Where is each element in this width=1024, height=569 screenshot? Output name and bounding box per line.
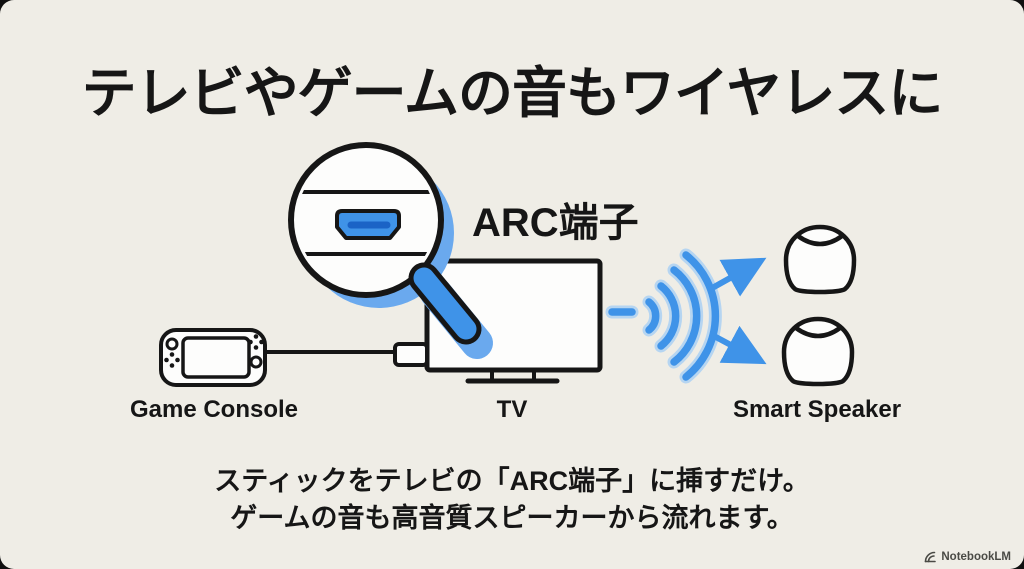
smart-speaker-label: Smart Speaker bbox=[732, 396, 902, 423]
caption-line-2: ゲームの音も高音質スピーカーから流れます。 bbox=[230, 503, 794, 533]
game-console-label: Game Console bbox=[129, 396, 299, 423]
wireless-waves-icon bbox=[605, 248, 722, 384]
cable-plug-icon bbox=[393, 342, 429, 367]
slide-title: テレビやゲームの音もワイヤレスに bbox=[81, 62, 944, 124]
smart-speaker-icon bbox=[783, 224, 857, 295]
caption: スティックをテレビの「ARC端子」に挿すだけ。 ゲームの音も高音質スピーカーから… bbox=[0, 463, 1024, 537]
notebooklm-logo-icon bbox=[925, 551, 937, 563]
arc-port-label: ARC端子 bbox=[472, 201, 639, 245]
smart-speaker-icon bbox=[784, 319, 852, 384]
watermark: NotebookLM bbox=[924, 551, 1011, 563]
game-console-icon bbox=[159, 328, 267, 387]
caption-line-1: スティックをテレビの「ARC端子」に挿すだけ。 bbox=[214, 466, 810, 496]
watermark-text: NotebookLM bbox=[941, 551, 1011, 563]
arrow-bottom-icon bbox=[711, 325, 767, 365]
magnifier-icon bbox=[288, 142, 482, 345]
tv-label: TV bbox=[496, 396, 528, 423]
arrow-top-icon bbox=[711, 257, 767, 297]
